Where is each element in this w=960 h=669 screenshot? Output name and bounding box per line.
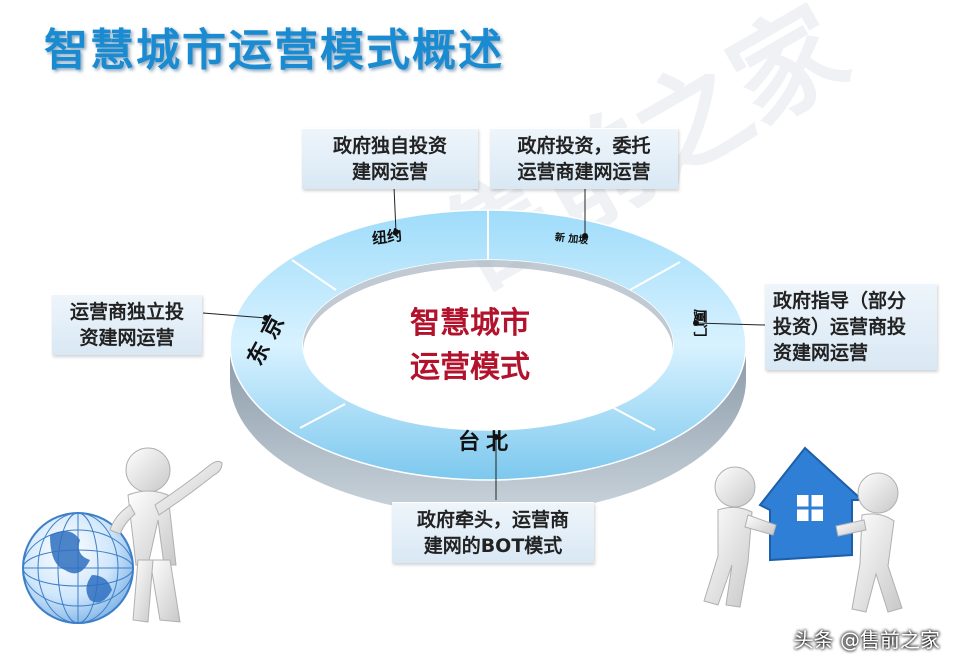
label-bottom: 政府牵头，运营商 建网的BOT模式 xyxy=(392,502,594,563)
connector-dots xyxy=(263,229,699,440)
city-label-taipei: 台北 xyxy=(458,430,515,455)
label-top-right: 政府投资，委托 运营商建网运营 xyxy=(490,128,678,189)
ring-dividers xyxy=(291,210,681,431)
center-title-line2: 运营模式 xyxy=(410,350,530,385)
globe-icon xyxy=(22,512,134,624)
city-label-xiamen: 厦门 xyxy=(691,309,707,337)
page-title: 智慧城市运营模式概述 xyxy=(44,25,504,76)
footer-credit: 头条 @售前之家 xyxy=(793,628,940,652)
city-label-newyork: 纽约 xyxy=(370,225,404,248)
connector-lines xyxy=(202,186,766,500)
ring-side xyxy=(230,345,746,515)
figure-leaning-icon xyxy=(109,447,223,623)
label-right: 政府指导（部分 投资）运营商投 资建网运营 xyxy=(765,283,937,370)
label-left: 运营商独立投 资建网运营 xyxy=(52,294,202,355)
label-top-left: 政府独自投资 建网运营 xyxy=(302,128,478,189)
house-icon xyxy=(758,446,865,562)
figures-carrying-icon xyxy=(703,466,903,613)
center-title-line1: 智慧城市 xyxy=(410,306,530,341)
